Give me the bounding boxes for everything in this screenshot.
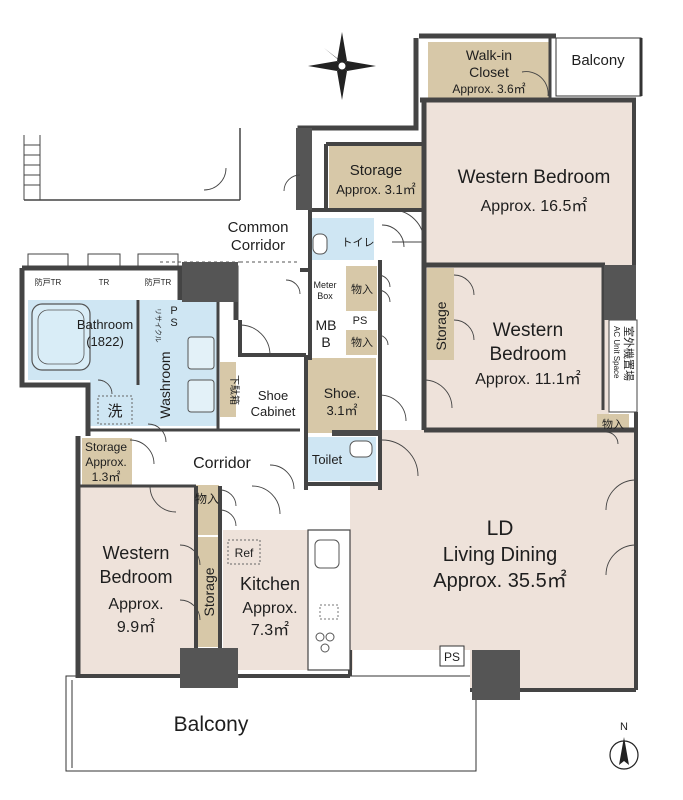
kitchen-sink <box>314 539 340 569</box>
tr-frames <box>27 253 179 267</box>
bathroom-label: Bathroom <box>77 317 133 332</box>
ps-label: PS <box>353 315 368 327</box>
shoe-cabinet-label: Cabinet <box>251 404 296 419</box>
sink <box>187 336 215 370</box>
western-bedroom-1-floor <box>424 100 634 265</box>
exterior-stairs <box>23 128 241 201</box>
getabako-label: 下駄箱 <box>228 375 241 405</box>
walkin-closet-area: Approx. 3.6㎡ <box>452 82 525 96</box>
tr-label: TR <box>99 278 110 287</box>
western-bedroom-1-area: Approx. 16.5㎡ <box>481 197 588 215</box>
doors <box>97 71 637 621</box>
shoe-storage-floor <box>308 358 376 433</box>
toilet-fixture <box>312 233 328 255</box>
western-bedroom-2-label: Bedroom <box>489 344 566 365</box>
monoire-kitchen-label: 物入 <box>195 492 219 506</box>
shoe-storage-area: 3.1㎡ <box>326 403 357 418</box>
north-arrow-icon <box>609 737 639 770</box>
western-bedroom-3-approx: Approx. <box>108 596 163 613</box>
balcony-bottom-area <box>65 675 477 772</box>
toilet-top-label: トイレ <box>342 237 375 249</box>
ac-unit-jp-label: 室外機置場 <box>622 326 636 381</box>
balcony-bottom-label: Balcony <box>174 713 249 736</box>
balcony-top-area <box>555 37 643 97</box>
walkin-closet-label: Walk-in <box>466 47 512 63</box>
storage-vertical-label: Storage <box>433 301 449 350</box>
meter-box-label: Box <box>317 291 333 301</box>
western-bedroom-3-label: Bedroom <box>99 567 172 587</box>
kitchen-approx: Approx. <box>242 600 297 617</box>
ref-label: Ref <box>235 546 254 560</box>
common-corridor-label: Corridor <box>231 237 285 254</box>
ld-area: Approx. 35.5㎡ <box>433 568 566 592</box>
recycle-room-label: リサイクル <box>154 308 162 343</box>
common-corridor-label: Common <box>228 219 289 236</box>
storage-small-label: Storage <box>85 440 127 454</box>
ld-label: LD <box>487 517 514 540</box>
storage-kitchen-label: Storage <box>201 567 217 616</box>
ac-unit-en-label: AC Unit Space <box>612 326 621 379</box>
ps-ld-label: PS <box>444 650 460 664</box>
monoire-label: 物入 <box>351 282 373 296</box>
storage-small-approx: Approx. <box>85 455 126 469</box>
western-bedroom-1-label: Western Bedroom <box>458 167 611 188</box>
storage-top-label: Storage <box>350 162 403 179</box>
north-label: N <box>620 721 628 733</box>
washroom-label: Washroom <box>157 351 173 418</box>
monoire-label: 物入 <box>602 417 624 431</box>
walkin-closet-floor <box>428 42 550 98</box>
shoe-storage-label: Shoe. <box>324 385 361 401</box>
western-bedroom-3-label: Western <box>103 543 170 563</box>
kitchen-area: 7.3㎡ <box>251 621 289 639</box>
sink <box>187 379 215 413</box>
ld-floor <box>350 430 636 688</box>
western-bedroom-3-floor <box>80 485 195 675</box>
bathtub <box>31 303 91 371</box>
western-bedroom-2-label: Western <box>493 320 563 341</box>
mb-label: MB <box>316 317 337 333</box>
western-bedroom-3-area: 9.9㎡ <box>117 618 155 636</box>
toilet-fixture <box>349 440 373 458</box>
kitchen-label: Kitchen <box>240 574 300 594</box>
shoe-cabinet-label: Shoe <box>258 388 288 403</box>
monoire-label: 物入 <box>351 335 373 349</box>
bathroom-size: (1822) <box>86 334 124 349</box>
pillar <box>296 128 312 210</box>
walkin-closet-label: Closet <box>469 64 509 80</box>
tr-label: 防戸TR <box>35 277 62 287</box>
storage-small-area: 1.3㎡ <box>92 470 121 484</box>
ps-bath-label: S <box>170 317 177 329</box>
pillar <box>472 650 520 700</box>
storage-top-floor <box>329 144 423 210</box>
toilet-label: Toilet <box>312 452 343 467</box>
corridor-label: Corridor <box>193 455 251 472</box>
western-bedroom-2-area: Approx. 11.1㎡ <box>475 370 581 388</box>
ref-space <box>227 539 261 565</box>
pillar <box>182 262 238 302</box>
mb-label: B <box>321 334 330 350</box>
ps-bath-label: P <box>170 305 177 317</box>
pillar <box>180 648 238 688</box>
wash-mark-label: 洗 <box>107 403 122 420</box>
compass-rose-icon <box>308 32 376 100</box>
pillar <box>604 265 636 320</box>
storage-top-area: Approx. 3.1㎡ <box>336 182 416 197</box>
ld-label: Living Dining <box>443 544 558 566</box>
tr-label: 防戸TR <box>145 277 172 287</box>
western-bedroom-2-floor <box>424 265 609 430</box>
balcony-top-label: Balcony <box>571 52 625 69</box>
meter-box-label: Meter <box>313 280 336 290</box>
